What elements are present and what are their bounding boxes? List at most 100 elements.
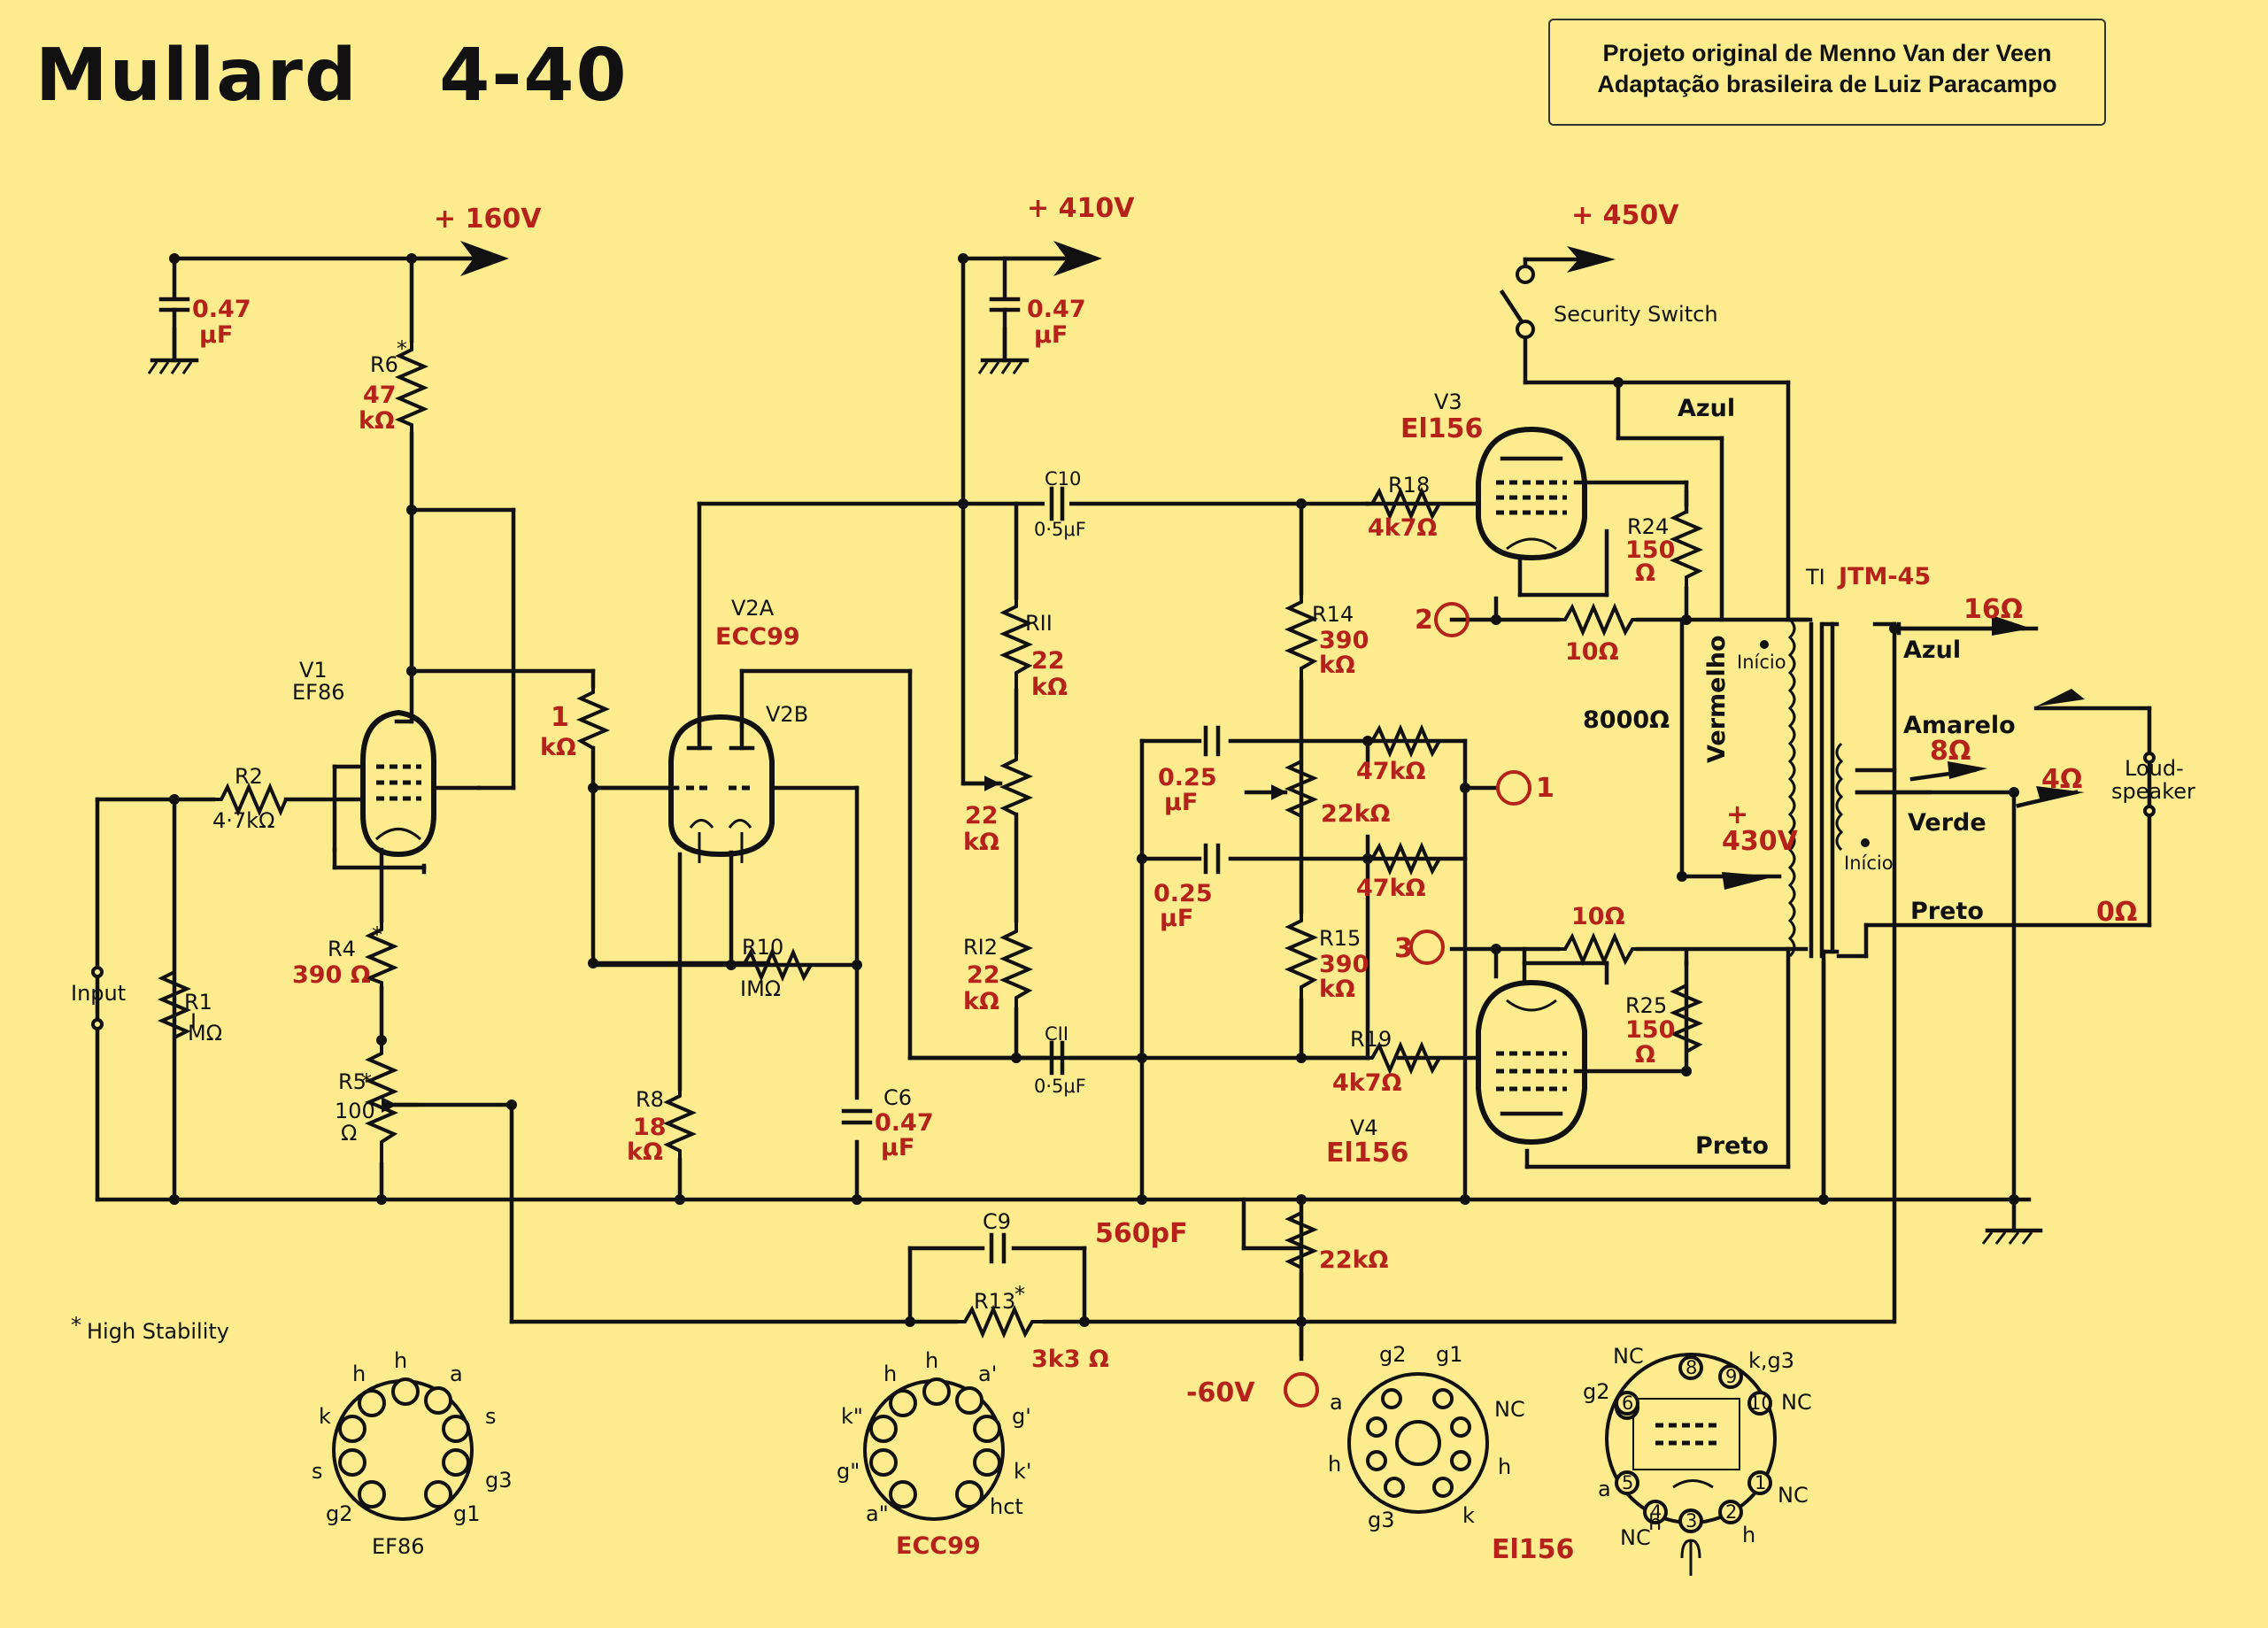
v4-name: V4 [1350, 1115, 1378, 1140]
c-025-a-value: 0.25 [1158, 764, 1217, 791]
v430-label: 430V [1722, 826, 1799, 857]
socket-h1: h [1648, 1510, 1662, 1535]
terminal-3-label: 3 [1394, 933, 1413, 964]
tap-8-ohm: 8Ω [1930, 736, 1971, 767]
resistor-r2: R2 4·7kΩ [212, 764, 288, 833]
c-025-b-value: 0.25 [1153, 880, 1213, 907]
ef86-pin-a: a [450, 1362, 463, 1386]
resistor-22k-pot-c: 22kΩ [1284, 1200, 1389, 1275]
supply-labels: + 160V + 410V + 450V [434, 193, 1679, 235]
el156-pin-g2: g2 [1379, 1342, 1407, 1367]
c6-unit: μF [881, 1134, 914, 1161]
r24-value: 150 [1625, 536, 1675, 564]
v1-name: V1 [299, 658, 328, 683]
resistor-r6: R6 * 47 kΩ [359, 336, 429, 435]
socket-pin-9: 9 [1725, 1366, 1737, 1387]
c-025-b-unit: μF [1160, 905, 1193, 932]
r15-unit: kΩ [1319, 976, 1355, 1003]
tap8-arrow [1948, 761, 1987, 779]
wire-vermelho: Vermelho [1703, 635, 1731, 763]
ecc99-pin-h2: h [925, 1348, 938, 1373]
socket-pin-1: 1 [1755, 1472, 1766, 1493]
terminals: 1 2 3 -60V Input Security Switch [71, 265, 1718, 1408]
credits-line-2: Adaptação brasileira de Luiz Paracampo [1597, 71, 2057, 97]
ecc99-pin-g1: g' [1012, 1404, 1031, 1429]
security-switch-label: Security Switch [1554, 302, 1718, 327]
socket-pin-2: 2 [1725, 1501, 1737, 1523]
resistor-r18: R18 4k7Ω [1368, 473, 1478, 542]
r1k-unit: kΩ [540, 734, 576, 761]
resistor-r14: R14 390 kΩ [1284, 593, 1369, 682]
terminal-neg60-circle [1284, 1372, 1319, 1408]
wiring [95, 256, 2152, 1362]
resistor-r1: R1 I MΩ [157, 965, 222, 1045]
terminal-2-circle [1434, 602, 1470, 637]
socket-pin-10: 10 [1749, 1393, 1773, 1414]
r19-name: R19 [1350, 1027, 1392, 1052]
transformer-name: TI [1805, 565, 1825, 590]
ecc99-pin-a2: a" [866, 1501, 889, 1526]
v450-arrow [1567, 246, 1616, 273]
el156-pin-nc: NC [1494, 1397, 1525, 1422]
v4-type: El156 [1326, 1138, 1408, 1169]
resistor-r5-pot: R5 * 100 Ω [335, 1040, 419, 1164]
ecc99-pin-h1: h [883, 1362, 897, 1386]
v2a-type: ECC99 [715, 623, 800, 651]
c-047-b-value: 0.47 [1027, 296, 1086, 323]
r10ohm-b-value: 10Ω [1571, 903, 1625, 930]
ef86-pin-s1: s [485, 1404, 497, 1429]
terminal-1-circle [1496, 770, 1531, 806]
c9-name: C9 [983, 1209, 1011, 1234]
v430-arrow [1722, 872, 1775, 890]
tap-4-ohm: 4Ω [2041, 764, 2082, 795]
wire-verde: Verde [1908, 809, 1986, 837]
inicio-secondary: Início [1844, 853, 1894, 874]
r12-value: 22 [967, 961, 1000, 989]
ecc99-pin-k2: k" [841, 1404, 863, 1429]
r10-value: IMΩ [740, 976, 781, 1001]
v410-arrow [1053, 241, 1102, 276]
r18-value: 4k7Ω [1368, 514, 1438, 542]
junction-dots [169, 253, 2019, 1327]
el156-pin-a: a [1330, 1390, 1343, 1415]
r1-value-1: I [190, 1009, 197, 1034]
pinout-el156-socket: 7 8 9 10 6 5 4 3 2 1 NC k,g3 g2 NC a NC … [1583, 1344, 1812, 1576]
speaker-arrow [2036, 689, 2085, 706]
tap-0-ohm: 0Ω [2096, 897, 2137, 928]
resistor-10ohm-a: 10Ω [1558, 602, 1638, 666]
c6-name: C6 [883, 1085, 912, 1110]
terminal-1-label: 1 [1536, 773, 1554, 804]
r13-value: 3k3 Ω [1031, 1346, 1109, 1373]
resistor-22k-pot-a: 22 kΩ [962, 752, 1034, 856]
wire-amarelo: Amarelo [1903, 712, 2016, 739]
ef86-pin-g3: g3 [485, 1468, 513, 1493]
wire-preto-bottom: Preto [1695, 1132, 1769, 1160]
r15-value: 390 [1319, 951, 1369, 978]
tube-v1-ef86: V1 EF86 [292, 658, 482, 858]
r1-name: R1 [184, 990, 212, 1015]
pot-22k-c-value: 22kΩ [1319, 1246, 1389, 1274]
r4-value: 390 Ω [292, 961, 371, 989]
v3-name: V3 [1434, 390, 1462, 414]
pinout-el156-octal: g2 g1 a NC h h g3 k El156 [1328, 1342, 1574, 1565]
r47k-a-value: 47kΩ [1356, 758, 1426, 785]
wire-azul: Azul [1903, 637, 1961, 664]
tube-v2-ecc99: V2A ECC99 V2B [668, 596, 808, 863]
r11-name: RII [1025, 611, 1053, 636]
inicio-primary: Início [1737, 652, 1786, 673]
credits-line-1: Projeto original de Menno Van der Veen [1602, 40, 2052, 66]
c11-value: 0·5μF [1034, 1076, 1086, 1097]
r14-name: R14 [1312, 602, 1354, 627]
c-047-a-value: 0.47 [192, 296, 251, 323]
resistor-r12: RI2 22 kΩ [963, 921, 1034, 1015]
resistor-47k-b: 47kΩ [1356, 841, 1465, 902]
transformer-type: JTM-45 [1837, 563, 1931, 590]
r25-unit: Ω [1635, 1041, 1655, 1069]
r6-value: 47 [363, 382, 397, 409]
pot-22k-b-value: 22kΩ [1321, 800, 1391, 828]
capacitor-c11: CII 0·5μF [1014, 1023, 1145, 1097]
r14-value: 390 [1319, 627, 1369, 654]
ef86-pin-g2: g2 [326, 1501, 353, 1526]
v430-plus: + [1726, 799, 1748, 830]
